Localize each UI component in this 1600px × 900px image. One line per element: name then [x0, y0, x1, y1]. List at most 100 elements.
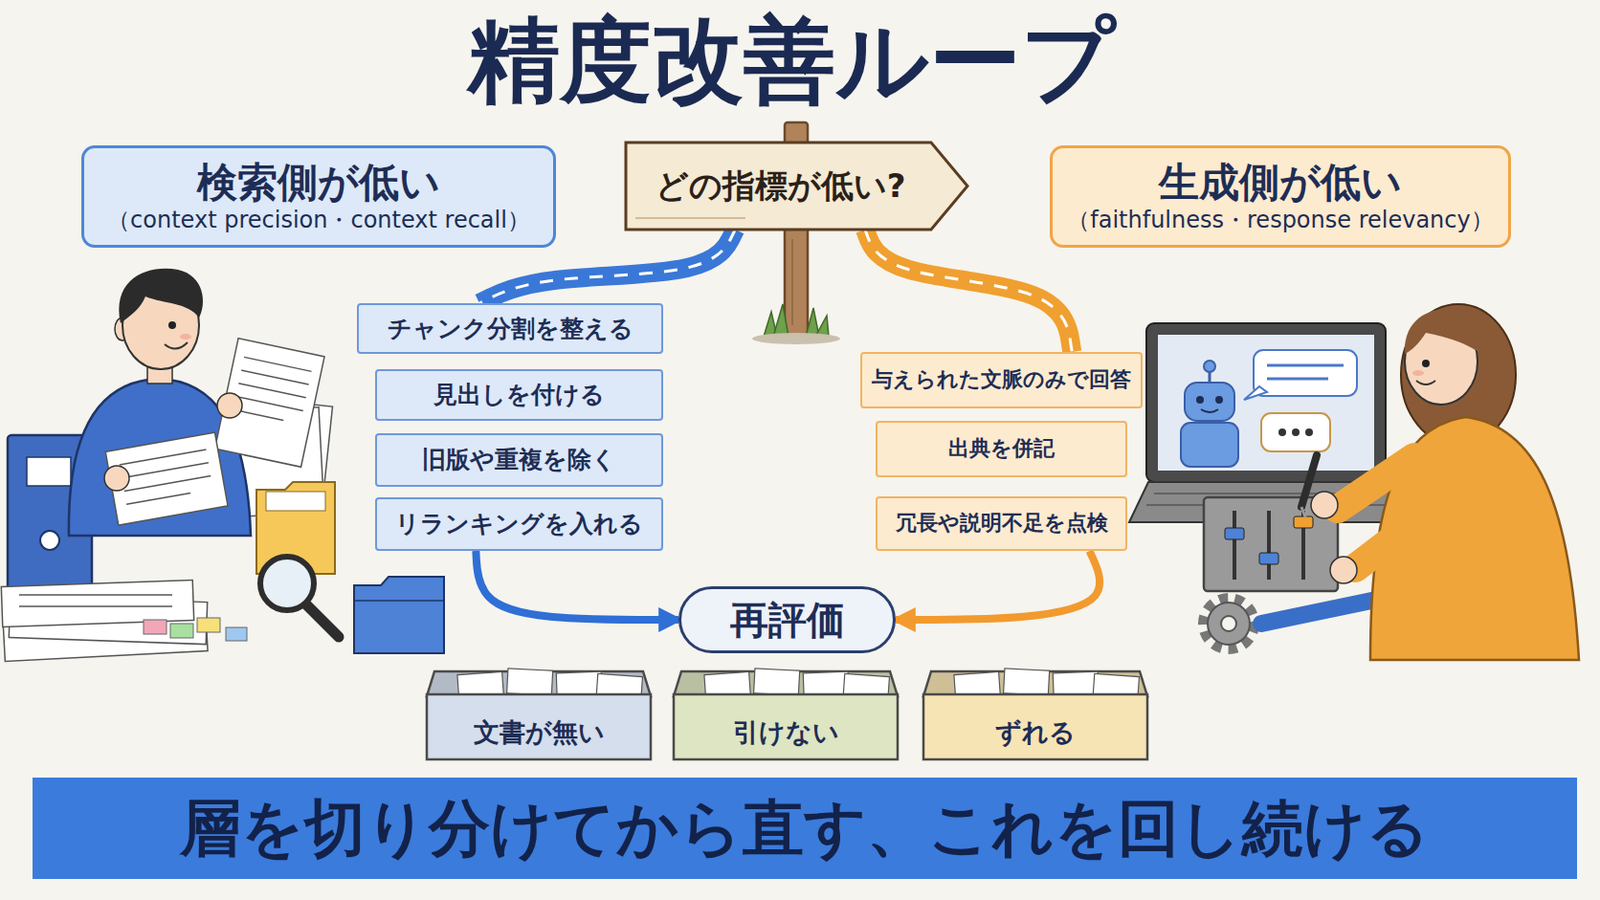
sticky-notes — [143, 618, 247, 642]
box-subtitle: （context precision・context recall） — [107, 206, 531, 235]
signpost-sign: どの指標が低い? — [625, 142, 968, 230]
failure-bin: 文書が無い — [426, 667, 651, 760]
bin-front — [673, 694, 898, 760]
box-label: ずれる — [995, 717, 1076, 749]
woman-figure — [1422, 359, 1430, 368]
box-label: 文書が無い — [473, 717, 605, 749]
retrieval-heading-box: 検索側が低い（context precision・context recall） — [81, 145, 556, 248]
signpost-post — [791, 239, 794, 326]
woman-figure — [1355, 507, 1436, 569]
held-paper — [241, 370, 309, 385]
robot-icon — [1196, 396, 1204, 404]
signpost-board — [625, 142, 968, 230]
box-subtitle: （faithfulness・response relevancy） — [1066, 206, 1493, 235]
retrieval-fix-box: 見出しを付ける — [375, 369, 664, 422]
held-paper — [126, 493, 191, 506]
robot-icon — [1200, 409, 1219, 413]
slider-box — [1293, 516, 1313, 529]
bin-front — [426, 694, 651, 760]
woman-figure — [1302, 517, 1312, 528]
connector-group — [475, 551, 679, 621]
robot-icon — [1215, 396, 1223, 404]
woman-figure — [1404, 309, 1493, 364]
speech-bubbles — [1291, 428, 1300, 437]
road-dash — [865, 229, 1072, 353]
gear-and-wrench — [1221, 616, 1237, 632]
man-figure — [68, 378, 251, 536]
box-label: 冗長や説明不足を点検 — [895, 511, 1109, 536]
robot-icon — [1180, 360, 1239, 467]
speech-bubbles — [1244, 386, 1267, 400]
paper-stack — [19, 594, 173, 597]
held-paper — [238, 383, 306, 399]
man-figure — [168, 321, 177, 330]
arrow-connector — [475, 551, 679, 621]
blue-folder — [354, 600, 445, 602]
robot-icon — [1203, 360, 1216, 373]
bin-front — [923, 694, 1148, 760]
woman-figure — [1337, 457, 1415, 510]
held-paper — [215, 338, 326, 468]
held-paper — [119, 449, 207, 466]
robot-icon — [1184, 382, 1235, 422]
held-paper — [235, 396, 303, 411]
laptop — [1157, 334, 1375, 471]
held-paper — [104, 466, 130, 491]
box-label: どの指標が低い? — [655, 166, 939, 206]
box-label: 生成側が低い — [1158, 158, 1402, 207]
speech-bubbles — [1261, 413, 1331, 452]
paper-stack — [19, 605, 173, 608]
speech-bubbles — [1266, 364, 1344, 368]
yellow-folder — [266, 491, 326, 512]
paper-stack — [0, 580, 208, 663]
woman-figure — [1301, 304, 1579, 661]
generation-fix-box: 出典を併記 — [875, 421, 1128, 478]
woman-figure — [1330, 556, 1357, 584]
magnifier — [260, 556, 339, 638]
arrow-connector — [895, 551, 1100, 621]
sticky-notes — [170, 623, 194, 639]
retrieval-fix-box: 旧版や重複を除く — [375, 433, 664, 488]
speech-bubbles — [1305, 428, 1313, 437]
box-label: 与えられた文脈のみで回答 — [871, 367, 1132, 393]
summary-band: 層を切り分けてから直す、これを回し続ける — [32, 777, 1578, 880]
retrieval-fix-box: リランキングを入れる — [375, 497, 664, 552]
generation-fix-box: 与えられた文脈のみで回答 — [860, 352, 1143, 409]
bin-paper — [507, 668, 554, 696]
held-paper — [121, 463, 209, 479]
held-paper — [244, 356, 312, 372]
gear-and-wrench — [1203, 599, 1254, 649]
binder — [40, 531, 60, 551]
grass — [773, 304, 789, 337]
failure-bin: ずれる — [923, 667, 1148, 760]
slider-box — [1266, 511, 1271, 580]
man-figure — [164, 342, 188, 350]
binder — [26, 457, 71, 487]
sticky-notes — [225, 627, 247, 642]
man-figure — [68, 268, 251, 536]
failure-bin: 引けない — [673, 667, 898, 760]
woman-figure — [1416, 380, 1436, 385]
box-label: 出典を併記 — [948, 436, 1055, 462]
held-paper — [124, 476, 212, 492]
grass — [752, 333, 841, 345]
woman-figure — [1311, 491, 1338, 519]
sticky-notes — [197, 618, 221, 633]
speech-bubbles — [1244, 350, 1357, 452]
retrieval-fix-box: チャンク分割を整える — [356, 303, 664, 355]
laptop — [1146, 323, 1386, 483]
box-label: 検索側が低い — [197, 158, 441, 207]
blue-folder — [354, 577, 445, 654]
grass — [752, 304, 841, 345]
magnifier — [260, 556, 314, 611]
slider-box — [1224, 528, 1245, 540]
held-paper — [104, 338, 325, 526]
box-label: リランキングを入れる — [395, 510, 644, 539]
slider-box — [1232, 511, 1237, 580]
generation-fix-box: 冗長や説明不足を点検 — [875, 496, 1128, 552]
speech-bubbles — [1253, 350, 1357, 397]
